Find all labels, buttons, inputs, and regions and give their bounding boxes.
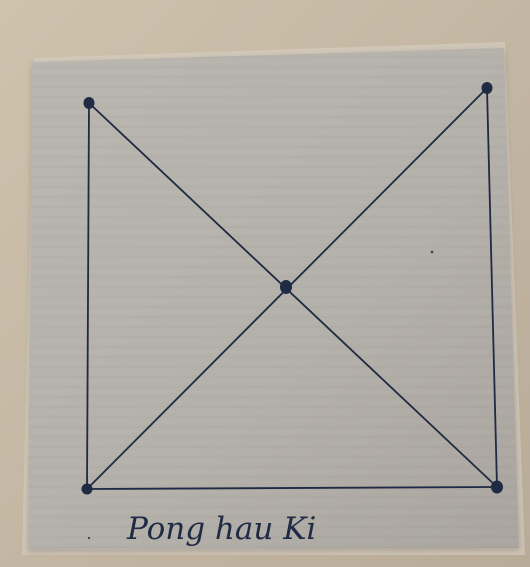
board-point-top-right (482, 82, 493, 94)
stray-mark-1 (431, 251, 434, 254)
board-caption: Pong hau Ki (126, 511, 316, 547)
stray-mark-2 (88, 537, 90, 539)
board-point-center (280, 280, 292, 294)
board-point-bottom-right (491, 481, 503, 494)
board-point-bottom-left (82, 484, 93, 495)
board-point-top-left (84, 97, 95, 109)
